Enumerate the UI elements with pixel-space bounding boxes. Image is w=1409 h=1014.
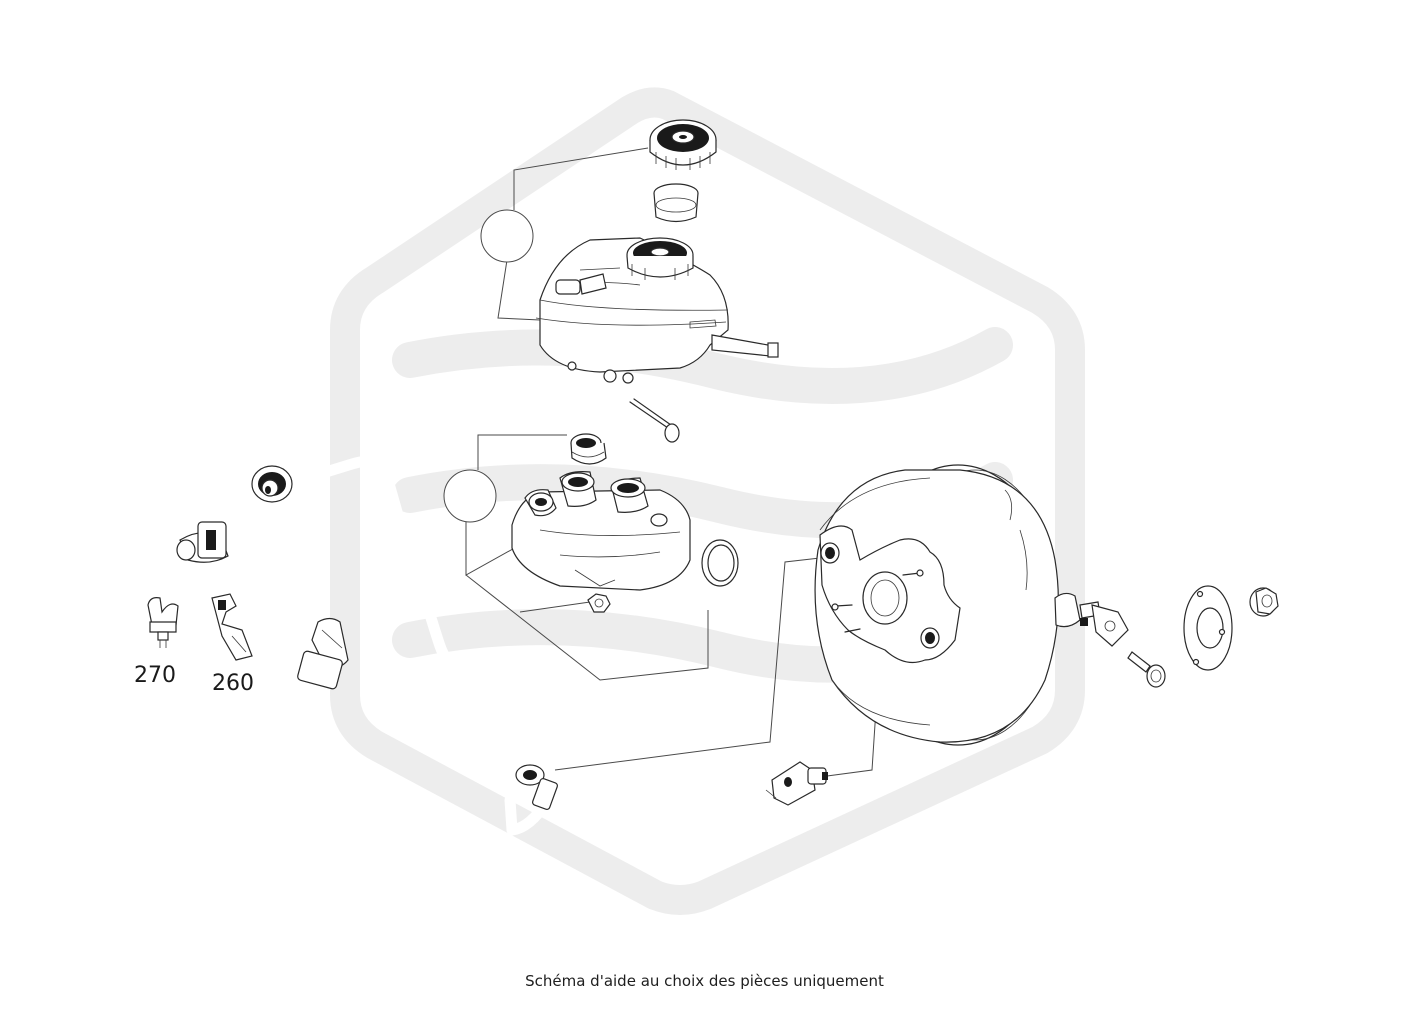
vacuum-hose[interactable] xyxy=(132,451,566,836)
hex-nut[interactable] xyxy=(587,593,611,613)
vacuum-sensor[interactable] xyxy=(765,761,828,806)
hose-connector-right[interactable] xyxy=(297,617,349,690)
brake-fluid-reservoir[interactable] xyxy=(535,237,779,384)
hose-connector-left[interactable] xyxy=(176,521,229,563)
filter-sleeve[interactable] xyxy=(653,183,699,223)
flange-nut[interactable] xyxy=(1249,587,1279,617)
master-cylinder-callout xyxy=(443,434,709,681)
seal-grommet[interactable] xyxy=(570,433,607,465)
caption: Schéma d'aide au choix des pièces unique… xyxy=(525,972,884,990)
reservoir-callout xyxy=(480,147,649,321)
clip-260[interactable] xyxy=(211,593,253,661)
brake-booster[interactable] xyxy=(814,464,1129,746)
booster-gasket[interactable] xyxy=(1183,585,1233,671)
o-ring[interactable] xyxy=(701,539,739,587)
clip-270[interactable] xyxy=(147,597,179,648)
master-cylinder[interactable] xyxy=(511,471,691,591)
check-valve[interactable] xyxy=(251,465,293,503)
hose-elbow-clip[interactable] xyxy=(515,764,559,810)
part-label-260: 260 xyxy=(212,671,254,696)
retaining-pin[interactable] xyxy=(629,398,680,443)
reservoir-cap[interactable] xyxy=(649,119,717,170)
part-label-270: 270 xyxy=(134,663,176,688)
clevis-bolt[interactable] xyxy=(1127,651,1166,688)
